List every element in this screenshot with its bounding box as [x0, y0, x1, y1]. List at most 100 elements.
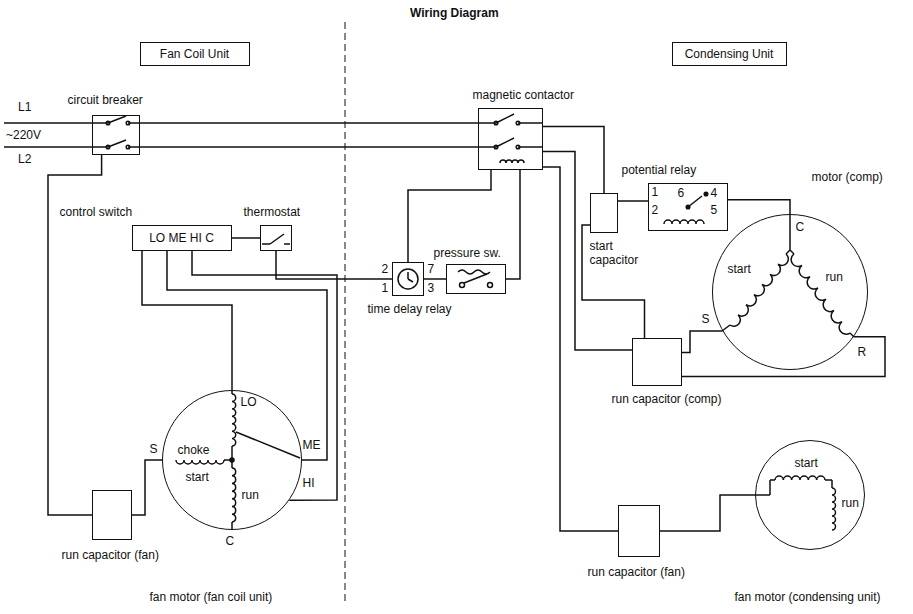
wire	[424, 278, 446, 280]
wire	[506, 170, 520, 279]
wire	[682, 331, 723, 352]
compressor-motor: motor (comp)CstartrunSR	[712, 214, 868, 370]
fan-motor: startrunfan motor (condensing unit)	[755, 440, 865, 550]
component-label: 1	[652, 185, 659, 199]
component-label: run capacitor (comp)	[612, 392, 722, 406]
time-delay-relay: 2713time delay relay	[392, 262, 424, 296]
control-switch: control switchLO ME HI C	[132, 225, 232, 251]
diagram-title: Wiring Diagram	[410, 6, 499, 20]
wire	[543, 127, 604, 193]
breaker-switch	[92, 116, 140, 149]
wire	[728, 200, 790, 214]
component-label: circuit breaker	[68, 93, 143, 107]
component-label: start capacitor	[590, 239, 642, 267]
component-label: 6	[678, 186, 685, 200]
wire	[192, 251, 337, 500]
component-label: 3	[428, 281, 435, 295]
magnetic-contactor: magnetic contactor	[478, 108, 543, 170]
component-label: fan motor (fan coil unit)	[150, 590, 273, 604]
wire	[660, 495, 755, 531]
wire	[140, 122, 478, 124]
coil-winding	[500, 160, 524, 163]
component-label: time delay relay	[368, 302, 452, 316]
component-label: choke	[178, 443, 210, 457]
start-capacitor: start capacitor	[590, 193, 618, 233]
unit-heading: Condensing Unit	[672, 42, 787, 66]
component-label: LO ME HI C	[149, 231, 214, 245]
run-capacitor: run capacitor (fan)	[92, 490, 132, 540]
wire	[140, 146, 478, 148]
component-label: S	[150, 442, 158, 456]
component-label: pressure sw.	[434, 246, 501, 260]
coil-winding	[176, 460, 224, 464]
thermostat-contact	[262, 234, 290, 244]
component-label: run capacitor (fan)	[588, 565, 685, 579]
circuit-breaker: circuit breaker	[92, 115, 140, 155]
wire	[582, 225, 645, 338]
component-label: R	[858, 345, 867, 359]
component-label: run capacitor (fan)	[62, 548, 159, 562]
component-label: start	[186, 470, 209, 484]
component-label: run	[842, 496, 859, 510]
component-label: HI	[303, 476, 315, 490]
wire	[142, 251, 232, 390]
component-label: 1	[382, 281, 389, 295]
wire	[276, 251, 392, 279]
coil-winding	[832, 488, 836, 530]
wire	[167, 251, 327, 460]
component-label: run	[242, 488, 259, 502]
component-label: C	[796, 220, 805, 234]
wire	[132, 460, 162, 515]
coil-winding	[664, 220, 704, 224]
component-label: C	[226, 534, 235, 548]
wire	[543, 151, 632, 350]
wire	[232, 237, 260, 239]
thermostat: thermostat	[260, 225, 292, 251]
run-capacitor: run capacitor (comp)	[632, 338, 682, 386]
coil-winding	[232, 468, 236, 522]
component-label: motor (comp)	[812, 170, 883, 184]
component-label: potential relay	[622, 163, 697, 177]
component-label: 2	[382, 262, 389, 276]
coil-winding	[791, 254, 850, 334]
relay-contact	[686, 192, 708, 209]
wire	[682, 337, 885, 377]
supply-wire	[4, 146, 92, 148]
component-label: LO	[241, 395, 257, 409]
supply-label: L2	[18, 152, 31, 166]
component-label: magnetic contactor	[473, 88, 574, 102]
contactor-switch	[478, 114, 543, 149]
pressure-switch-symbol	[458, 270, 493, 288]
unit-heading: Fan Coil Unit	[140, 42, 250, 66]
timer-clock	[398, 269, 418, 289]
component-label: ME	[303, 438, 321, 452]
component-label: 4	[711, 186, 718, 200]
component-label: run	[826, 270, 843, 284]
wire	[543, 167, 618, 531]
component-label: fan motor (condensing unit)	[735, 590, 881, 604]
component-label: 2	[652, 203, 659, 217]
fan-motor: LOMEHIchokeSstartrunCfan motor (fan coil…	[162, 390, 302, 530]
component-label: control switch	[60, 205, 133, 219]
run-capacitor: run capacitor (fan)	[618, 505, 660, 557]
supply-wire	[4, 122, 92, 124]
component-label: start	[795, 456, 818, 470]
component-label: S	[702, 312, 710, 326]
wire	[618, 200, 648, 202]
pressure-switch: pressure sw.	[446, 264, 506, 294]
coil-winding	[232, 394, 236, 446]
component-label: 7	[428, 262, 435, 276]
component-label: Condensing Unit	[685, 47, 774, 61]
divider-line	[345, 22, 346, 602]
component-label: start	[728, 262, 751, 276]
winding-lead	[224, 214, 854, 530]
supply-label: ~220V	[6, 128, 41, 142]
potential-relay: potential relay16425	[648, 183, 728, 231]
coil-winding	[775, 476, 825, 480]
component-label: 5	[711, 203, 718, 217]
component-label: Fan Coil Unit	[160, 47, 229, 61]
supply-label: L1	[18, 100, 31, 114]
